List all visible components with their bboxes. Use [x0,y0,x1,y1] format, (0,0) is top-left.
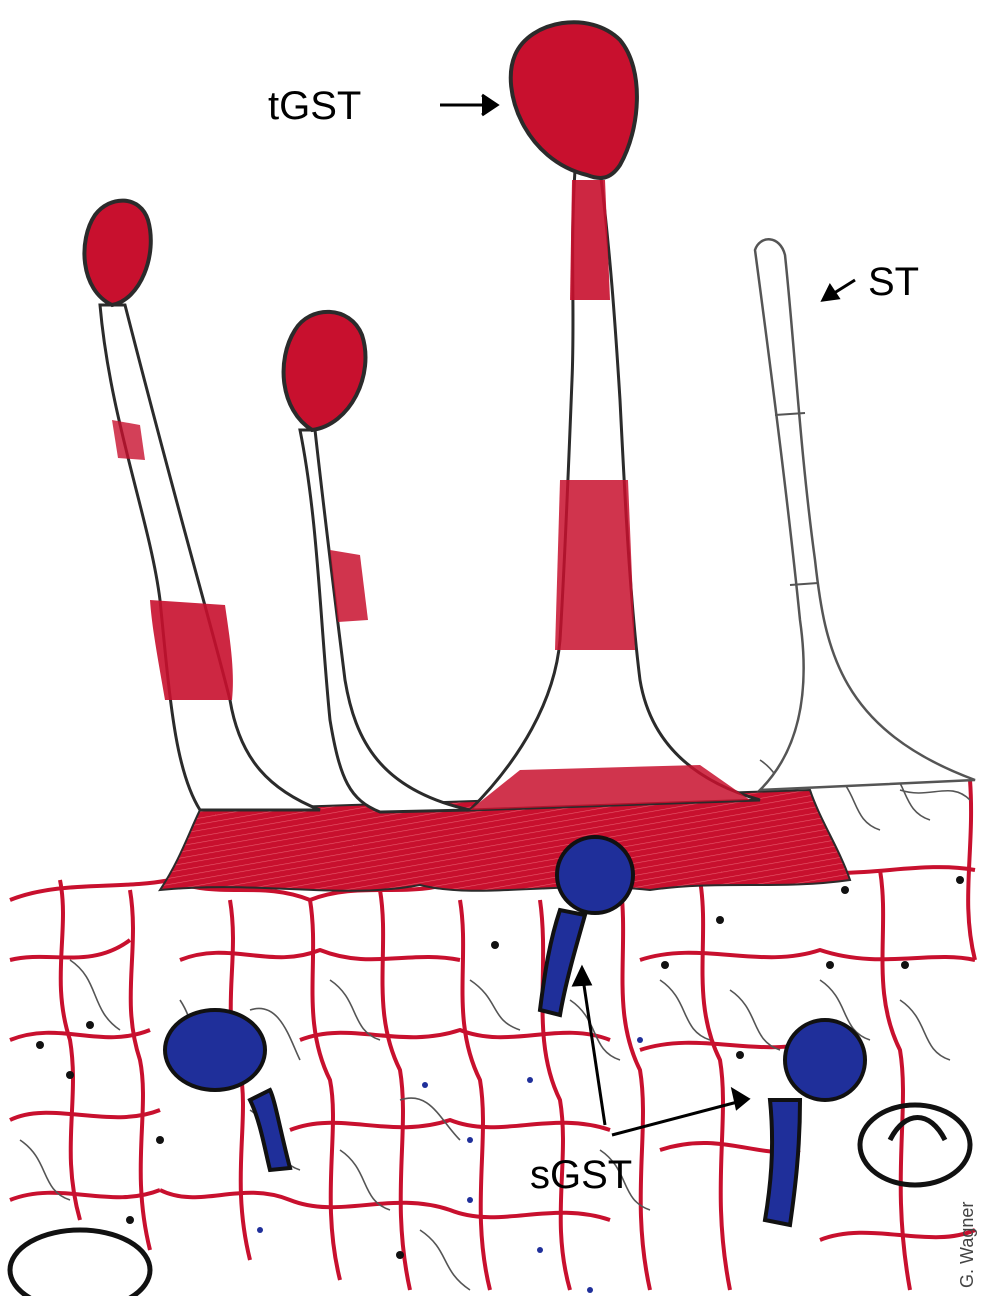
label-tgst: tGST [268,86,361,126]
label-sgst: sGST [530,1155,632,1195]
label-arrows [440,95,855,1135]
stoma-partial [10,1230,150,1296]
st-trichome [755,239,975,790]
sgst-trichome-3 [765,1020,865,1225]
sgst-trichome-2 [165,1010,290,1170]
tgst-trichome-left [84,201,320,810]
author-credit: G. Wagner [957,1202,978,1288]
tgst-trichome-large [470,22,760,810]
stoma [860,1105,970,1185]
label-st: ST [868,262,919,302]
tgst-trichome-middle [284,312,470,812]
